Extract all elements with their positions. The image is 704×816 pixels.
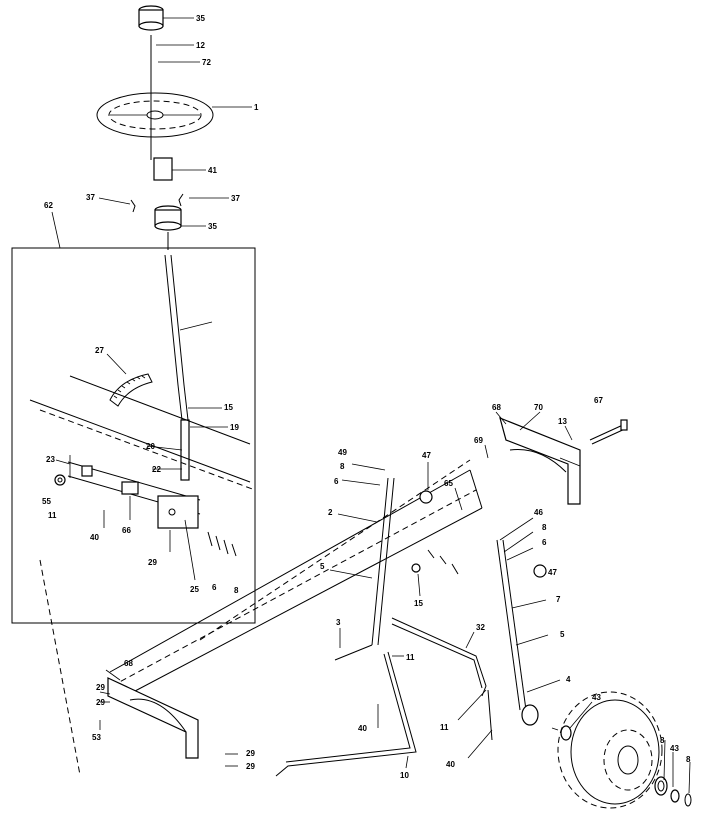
callout-23: 23 [46,455,55,464]
callout-62: 62 [44,201,53,210]
gear-sector [109,373,153,407]
callout-68-left: 68 [124,659,133,668]
callout-11-lower: 11 [440,723,449,732]
callout-6-left: 6 [334,477,339,486]
callout-11-inset: 11 [48,511,57,520]
callout-2: 2 [328,508,333,517]
callout-6-right: 6 [542,538,547,547]
callout-70: 70 [534,403,543,412]
callout-65: 65 [444,479,453,488]
steering-cap [138,5,164,31]
callout-10: 10 [400,771,409,780]
front-wheel [557,691,663,809]
callout-8-right: 8 [542,523,547,532]
callout-8-left: 8 [340,462,345,471]
callout-29-left-a: 29 [96,683,105,692]
callout-7: 7 [556,595,561,604]
callout-66: 66 [122,526,131,535]
callout-35-bushing: 35 [208,222,217,231]
front-axle [109,469,483,701]
callout-37-left: 37 [86,193,95,202]
callout-12: 12 [196,41,205,50]
callout-13: 13 [558,417,567,426]
right-bracket [499,416,581,505]
callout-49: 49 [338,448,347,457]
callout-15-inset: 15 [224,403,233,412]
callout-29-bottom-a: 29 [246,749,255,758]
callout-40-mid: 40 [358,724,367,733]
drag-link [391,617,487,697]
callout-41: 41 [208,166,217,175]
steering-adapter [153,157,173,181]
callout-55: 55 [42,497,51,506]
washer-43b [654,776,668,796]
inset-box [11,247,256,624]
callout-19: 19 [230,423,239,432]
callout-40-lower: 40 [446,760,455,769]
callout-1: 1 [254,103,259,112]
column-bushing [154,205,182,231]
left-bracket [107,677,199,759]
callout-27: 27 [95,346,104,355]
callout-20: 20 [146,442,155,451]
washer-43a [560,725,572,741]
callout-37-right: 37 [231,194,240,203]
callout-72: 72 [202,58,211,67]
callout-8-wheel-a: 8 [660,736,665,745]
callout-32: 32 [476,623,485,632]
callout-6-inset: 6 [212,583,217,592]
callout-5-left: 5 [320,562,325,571]
washer-55 [54,474,66,486]
callout-46: 46 [534,508,543,517]
callout-8-wheel-b: 8 [686,755,691,764]
callout-15: 15 [414,599,423,608]
front-axle-inset [29,375,256,491]
bolt-67 [589,419,628,445]
nut-47b [533,564,547,578]
callout-69: 69 [474,436,483,445]
callout-4: 4 [566,675,571,684]
callout-47-right: 47 [548,568,557,577]
callout-22: 22 [152,465,161,474]
callout-29-inset: 29 [148,558,157,567]
tie-rod [275,651,493,777]
pivot-bar [67,461,201,529]
callout-53: 53 [92,733,101,742]
nut-47a [419,490,433,504]
callout-40-inset: 40 [90,533,99,542]
callout-29-left-b: 29 [96,698,105,707]
callout-8-inset: 8 [234,586,239,595]
callout-43-b: 43 [670,744,679,753]
callout-43-a: 43 [592,693,601,702]
callout-67: 67 [594,396,603,405]
callout-35-cap: 35 [196,14,205,23]
steering-wheel [96,92,214,138]
callout-68-right: 68 [492,403,501,412]
callout-47-left: 47 [422,451,431,460]
spindle-left [334,477,395,661]
spindle-right [496,539,539,726]
callout-3: 3 [336,618,341,627]
callout-29-bottom-b: 29 [246,762,255,771]
steering-shaft [164,232,190,481]
callout-11-upper: 11 [406,653,415,662]
callout-25: 25 [190,585,199,594]
callout-5-right: 5 [560,630,565,639]
